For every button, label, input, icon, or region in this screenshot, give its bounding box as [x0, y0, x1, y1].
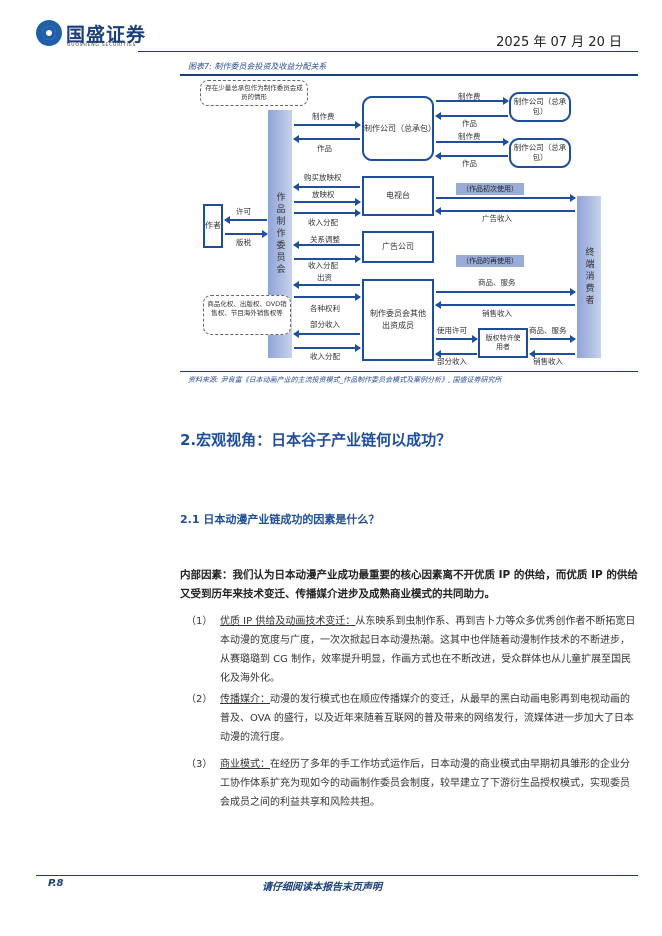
- label-prod-fee: 制作费: [458, 92, 481, 101]
- figure-caption: 图表7: 制作委员会投资及收益分配关系: [188, 62, 327, 71]
- arrow-right: [294, 209, 361, 217]
- label-license: 许可: [236, 207, 251, 216]
- footer-divider: [36, 875, 638, 876]
- arrow-left: [293, 135, 360, 143]
- list-item: （3） 商业模式：在经历了多年的手工作坊式运作后，日本动漫的商业模式由早期初具雏…: [180, 755, 638, 813]
- arrow-left: [435, 301, 575, 309]
- section-heading: 2.宏观视角：日本谷子产业链何以成功？: [180, 431, 452, 449]
- arrow-right: [436, 138, 509, 146]
- production-company-main: 制作公司（总承包）: [362, 96, 436, 161]
- label-invest: 出资: [317, 273, 332, 282]
- arrow-left: [293, 330, 360, 338]
- item-text: 在经历了多年的手工作坊式运作后，日本动漫的商业模式由早期初具雏形的企业分工协作体…: [220, 759, 630, 808]
- subsection-heading: 2.1 日本动漫产业链成功的因素是什么？: [180, 513, 380, 526]
- item-keyword: 商业模式：: [220, 759, 270, 770]
- label-broadcast-rights: 放映权: [312, 190, 335, 199]
- label-prod-fee: 制作费: [312, 112, 335, 121]
- callout-bottom: 商品化权、出版权、DVD销售权、节目海外销售权等: [203, 295, 291, 335]
- callout-top: 存在少量总承包作为制作委员会成员的情形: [200, 80, 308, 106]
- arrow-right: [294, 255, 361, 263]
- tv-station-box: 电视台: [362, 176, 434, 216]
- arrow-right: [436, 194, 576, 202]
- production-company-sub-1: 制作公司（总承包）: [509, 92, 571, 122]
- label-prod-fee: 制作费: [458, 132, 481, 141]
- tag-reuse: （作品的再使用）: [456, 255, 524, 267]
- arrow-right: [436, 335, 478, 343]
- label-buy-rights: 购买放映权: [304, 173, 342, 182]
- arrow-left: [529, 350, 575, 358]
- production-company-sub-2: 制作公司（总承包）: [509, 138, 571, 168]
- page-number: P.8: [48, 878, 64, 889]
- label-sales-income: 销售收入: [482, 309, 512, 318]
- arrow-right: [294, 293, 361, 301]
- arrow-right: [436, 288, 576, 296]
- item-number: （2）: [186, 694, 213, 705]
- tag-first-use: （作品初次使用）: [456, 183, 524, 195]
- label-work: 作品: [462, 159, 477, 168]
- arrow-left: [435, 112, 508, 120]
- report-date: 2025 年 07 月 20 日: [496, 35, 622, 50]
- label-work: 作品: [317, 144, 332, 153]
- arrow-right: [294, 198, 361, 206]
- label-partial-income: 部分收入: [310, 320, 340, 329]
- arrow-right: [225, 230, 268, 238]
- other-members-box: 制作委员会其他出资成员: [362, 279, 434, 361]
- arrow-right: [530, 335, 576, 343]
- label-partial-income: 部分收入: [437, 357, 467, 366]
- item-text: 动漫的发行模式也在顺应传播媒介的变迁，从最早的黑白动画电影再到电视动画的普及、O…: [220, 694, 634, 743]
- item-number: （3）: [186, 759, 213, 770]
- intro-paragraph: 内部因素：我们认为日本动漫产业成功最重要的核心因素离不开优质 IP 的供给，而优…: [180, 569, 638, 600]
- list-item: （1） 优质 IP 供给及动画技术变迁：从东映系到虫制作系、再到吉卜力等众多优秀…: [180, 612, 638, 688]
- arrow-left: [293, 281, 360, 289]
- arrow-left: [435, 350, 477, 358]
- label-ad-income: 广告收入: [482, 214, 512, 223]
- label-sales-income: 销售收入: [533, 357, 563, 366]
- arrow-left: [224, 216, 267, 224]
- arrow-left: [293, 183, 360, 191]
- source-divider: [180, 371, 638, 372]
- list-item: （2） 传播媒介：动漫的发行模式也在顺应传播媒介的变迁，从最早的黑白动画电影再到…: [180, 690, 638, 748]
- arrow-left: [435, 152, 508, 160]
- item-number: （1）: [186, 616, 213, 627]
- label-relations: 关系调整: [310, 235, 340, 244]
- arrow-right: [294, 121, 361, 129]
- arrow-right: [294, 344, 361, 352]
- label-goods-services: 商品、服务: [529, 326, 567, 335]
- arrow-left: [435, 207, 575, 215]
- item-keyword: 传播媒介：: [220, 694, 270, 705]
- label-income-distribution: 收入分配: [310, 352, 340, 361]
- label-goods-services: 商品、服务: [478, 278, 516, 287]
- consumer-bar: 终端消费者: [577, 196, 601, 358]
- label-rights: 各种权利: [310, 304, 340, 313]
- label-income-distribution: 收入分配: [308, 261, 338, 270]
- item-keyword: 优质 IP 供给及动画技术变迁：: [220, 616, 356, 627]
- logo-subtext: GUOSHENG SECURITIES: [67, 43, 137, 48]
- label-use-license: 使用许可: [437, 326, 467, 335]
- logo-icon: [36, 20, 62, 46]
- figure-divider: [180, 74, 638, 76]
- footer-disclaimer: 请仔细阅读本报告末页声明: [262, 882, 382, 893]
- author-box: 作者: [203, 204, 223, 248]
- arrow-left: [293, 241, 360, 249]
- logo-text: 国盛证券: [66, 24, 147, 46]
- label-income-distribution: 收入分配: [308, 218, 338, 227]
- label-work: 作品: [462, 119, 477, 128]
- header-divider: [138, 51, 638, 52]
- label-royalty: 版税: [236, 238, 251, 247]
- item-text: 从东映系到虫制作系、再到吉卜力等众多优秀创作者不断拓宽日本动漫的宽度与广度，一次…: [220, 616, 636, 684]
- figure-source: 资料来源: 尹良富《日本动画产业的主流投资模式_作品制作委员会模式及案例分析》,…: [188, 376, 502, 384]
- arrow-right: [436, 97, 509, 105]
- ad-agency-box: 广告公司: [362, 231, 434, 263]
- licensee-box: 版权特许使用者: [478, 328, 528, 358]
